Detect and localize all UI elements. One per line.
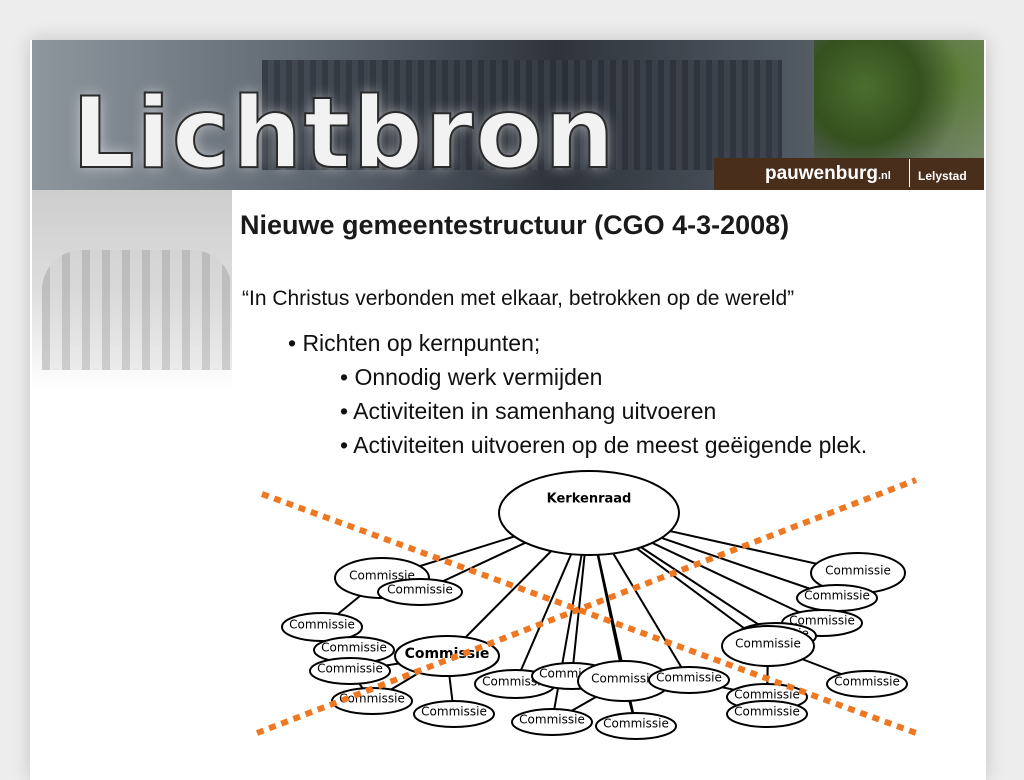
commissie-label: Commissie [387, 583, 453, 597]
slide-subtitle: “In Christus verbonden met elkaar, betro… [242, 287, 795, 310]
brand-separator [909, 159, 910, 187]
commissie-label: Commissie [317, 662, 383, 676]
commissie-node [413, 700, 495, 728]
cross-line-2 [255, 477, 918, 736]
commissie-label: Commissie [519, 713, 585, 727]
commissie-label: Commissie [735, 637, 801, 651]
brand-suffix: .nl [877, 170, 891, 182]
trees [814, 40, 984, 158]
kerkenraad-node [498, 470, 680, 556]
slide-title: Nieuwe gemeentestructuur (CGO 4-3-2008) [240, 210, 790, 240]
commissie-label: Commissie [789, 614, 855, 628]
bullet-1: • Richten op kernpunten; [288, 330, 541, 356]
structure-diagram: KerkenraadCommissieCommissieCommissieCom… [255, 470, 918, 740]
commissie-node [721, 625, 815, 667]
kerkenraad-label: Kerkenraad [547, 492, 632, 507]
commissie-node [394, 635, 500, 677]
commissie-label: Commissie [591, 672, 657, 686]
crowd-photo [42, 250, 232, 370]
commissie-node [511, 708, 593, 736]
commissie-label: Commissie [349, 569, 415, 583]
commissie-label: Commissie [834, 675, 900, 689]
commissie-label: Commissie [734, 705, 800, 719]
logo-text: Lichtbron [71, 77, 617, 190]
building-facade [262, 60, 782, 170]
bullet-3: • Activiteiten in samenhang uitvoeren [340, 398, 717, 424]
commissie-label: Commissie [321, 641, 387, 655]
diagram-nodes: KerkenraadCommissieCommissieCommissieCom… [281, 470, 908, 740]
brand-bar [714, 158, 984, 190]
commissie-label: Commissie [656, 671, 722, 685]
cross-out-marks [255, 477, 918, 736]
commissie-node [309, 657, 391, 685]
brand-city: Lelystad [918, 169, 967, 183]
commissie-label: Commissie [603, 717, 669, 731]
header-banner: Lichtbron [32, 40, 984, 190]
commissie-label: Commissie [804, 589, 870, 603]
commissie-label: Commissie [825, 564, 891, 578]
commissie-label: Commissie [339, 692, 405, 706]
commissie-node [281, 612, 363, 642]
side-photo [32, 190, 232, 390]
brand-name: pauwenburg.nl [765, 163, 891, 185]
bullet-4: • Activiteiten uitvoeren op de meest geë… [340, 432, 868, 458]
commissie-label: Commissie [421, 705, 487, 719]
commissie-node [595, 712, 677, 740]
commissie-label: Commissie [734, 688, 800, 702]
commissie-node [726, 700, 808, 728]
bullet-2: • Onnodig werk vermijden [340, 364, 603, 390]
commissie-node [648, 666, 730, 694]
brand-main: pauwenburg [765, 163, 878, 184]
commissie-node [826, 670, 908, 698]
commissie-node [377, 578, 463, 606]
commissie-label: Commissie [289, 618, 355, 632]
